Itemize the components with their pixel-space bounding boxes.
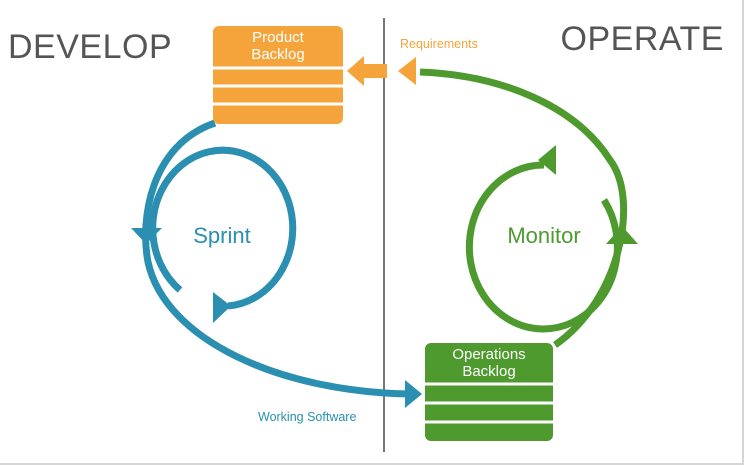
monitor-arrow-icon: [538, 145, 556, 175]
product-backlog-box: Product Backlog: [213, 26, 343, 124]
product-backlog-line2: Backlog: [251, 46, 304, 63]
working-software-flow: [142, 119, 411, 398]
requirements-label: Requirements: [400, 37, 478, 51]
requirements-chevron-icon: [398, 57, 416, 85]
requirements-arrow-icon: [347, 56, 364, 86]
sprint-arrow-icon: [213, 292, 231, 323]
green-up-arrow-icon: [606, 226, 638, 244]
develop-title: DEVELOP: [8, 28, 172, 66]
monitor-loop: [465, 161, 621, 333]
operations-backlog-box: Operations Backlog: [425, 343, 553, 441]
working-software-arrow-icon: [405, 380, 422, 408]
requirements-arrow-shaft: [362, 64, 387, 78]
operate-title: OPERATE: [561, 20, 724, 58]
product-backlog-line1: Product: [252, 29, 305, 46]
working-software-label: Working Software: [258, 410, 356, 424]
blue-down-arrow-icon: [131, 228, 162, 244]
sprint-label: Sprint: [193, 223, 250, 248]
operations-backlog-line1: Operations: [452, 346, 525, 363]
monitor-label: Monitor: [507, 223, 580, 248]
operations-backlog-line2: Backlog: [462, 363, 515, 380]
sprint-loop: [149, 146, 297, 310]
